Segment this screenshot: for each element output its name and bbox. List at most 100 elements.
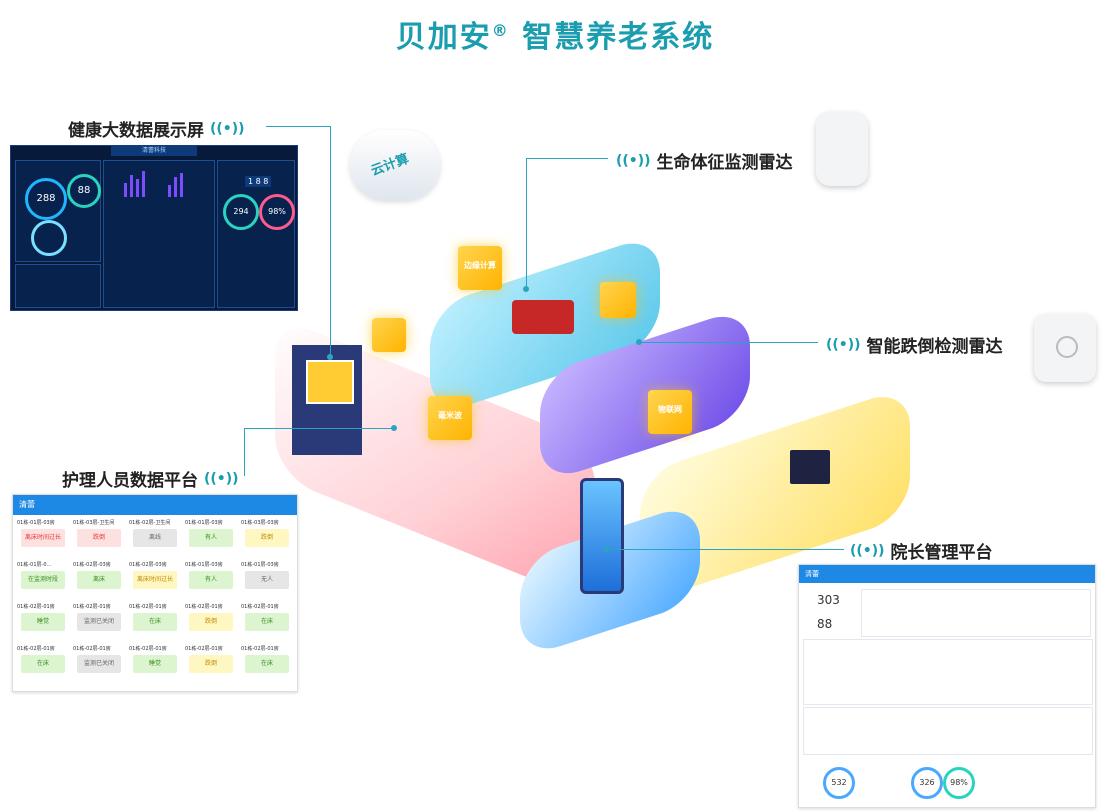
status-cell[interactable]: 01栋-01层-03房有人 — [185, 561, 237, 599]
status-cell-room: 01栋-02层-01房 — [241, 604, 279, 610]
status-cell[interactable]: 01栋-01层-0... 在监测时段 — [17, 561, 69, 599]
dashboard-ring: 294 — [223, 194, 259, 230]
status-cell-status: 睡觉 — [21, 613, 65, 631]
callout-nurse: 护理人员数据平台((•)) — [62, 470, 239, 492]
status-cell-status: 有人 — [189, 571, 233, 589]
status-cell-status: 在床 — [21, 655, 65, 673]
status-cell-status: 在床 — [245, 613, 289, 631]
dashboard-bar — [168, 185, 171, 197]
dashboard-counter: 1 8 8 — [245, 176, 272, 187]
status-cell[interactable]: 01栋-02层-01房在床 — [17, 645, 69, 683]
status-cell[interactable]: 01栋-02层-03房离床 — [73, 561, 125, 599]
status-cell[interactable]: 01栋-02层-03房离床时间过长 — [129, 561, 181, 599]
status-cell[interactable]: 01栋-02层-01房监测已关闭 — [73, 603, 125, 641]
callout-bigdata: 健康大数据展示屏((•)) — [68, 120, 245, 142]
connector — [266, 126, 330, 127]
cloud-computing: 云计算 — [350, 130, 440, 200]
status-cell[interactable]: 01栋-03层-03房跌倒 — [241, 519, 293, 557]
status-cell-status: 在床 — [245, 655, 289, 673]
connector — [244, 428, 245, 476]
nurse-platform-header: 清蕾 — [13, 495, 297, 515]
status-cell-status: 无人 — [245, 571, 289, 589]
status-cell-room: 01栋-02层-01房 — [73, 604, 111, 610]
mmwave-cube: 毫米波 — [428, 396, 472, 440]
status-cell-room: 01栋-01层-03房 — [185, 520, 223, 526]
status-cell[interactable]: 01栋-02层-卫生间离线 — [129, 519, 181, 557]
dashboard-ring — [31, 220, 67, 256]
status-cell-room: 01栋-01层-03房 — [241, 562, 279, 568]
signal-icon: ((•)) — [616, 152, 651, 169]
dashboard-bar — [130, 175, 133, 197]
status-cell[interactable]: 01栋-01层-03房无人 — [241, 561, 293, 599]
signal-icon: ((•)) — [210, 120, 245, 137]
dashboard-ring: 88 — [67, 174, 101, 208]
status-cell-status: 跌倒 — [189, 655, 233, 673]
status-cell-status: 睡觉 — [133, 655, 177, 673]
status-cell-room: 01栋-02层-03房 — [129, 562, 167, 568]
status-cell-status: 在床 — [133, 613, 177, 631]
status-cell-room: 01栋-02层-01房 — [129, 646, 167, 652]
fall-radar-logo-icon — [1056, 336, 1078, 358]
status-cell-status: 在监测时段 — [21, 571, 65, 589]
connector — [330, 126, 331, 356]
status-cell-room: 01栋-02层-01房 — [17, 646, 55, 652]
status-cell-room: 01栋-02层-卫生间 — [129, 520, 171, 526]
connector — [640, 342, 818, 343]
status-cell[interactable]: 01栋-01层-03房离床时间过长 — [17, 519, 69, 557]
status-cell-room: 01栋-02层-01房 — [17, 604, 55, 610]
status-cell-status: 离床时间过长 — [21, 529, 65, 547]
director-stat: 88 — [817, 617, 833, 631]
status-cell[interactable]: 01栋-02层-01房在床 — [129, 603, 181, 641]
status-cell[interactable]: 01栋-02层-01房跌倒 — [185, 645, 237, 683]
status-cell-room: 01栋-01层-03房 — [17, 520, 55, 526]
signal-icon: ((•)) — [204, 470, 239, 487]
status-cell[interactable]: 01栋-02层-01房睡觉 — [17, 603, 69, 641]
connector-dot — [636, 339, 642, 345]
status-cell-room: 01栋-03层-卫生间 — [73, 520, 115, 526]
director-ring: 326 — [911, 767, 943, 799]
callout-director: ((•))院长管理平台 — [850, 542, 993, 564]
status-cell-room: 01栋-01层-03房 — [185, 562, 223, 568]
connector-dot — [604, 546, 610, 552]
connector-dot — [391, 425, 397, 431]
bed — [512, 300, 574, 334]
status-cell-status: 监测已关闭 — [77, 655, 121, 673]
callout-vital-radar: ((•))生命体征监测雷达 — [616, 152, 793, 174]
dashboard-panel-left-bottom — [15, 264, 101, 308]
connector-dot — [327, 354, 333, 360]
dashboard-ring: 288 — [25, 178, 67, 220]
dashboard-header: 清蕾科技 — [111, 146, 197, 156]
fall-radar-device — [1034, 314, 1096, 382]
status-cell[interactable]: 01栋-01层-03房有人 — [185, 519, 237, 557]
status-cell[interactable]: 01栋-02层-01房在床 — [241, 603, 293, 641]
page-title: 贝加安® 智慧养老系统 — [395, 20, 715, 55]
director-platform-header: 清蕾 — [799, 565, 1095, 583]
status-cell[interactable]: 01栋-02层-01房监测已关闭 — [73, 645, 125, 683]
dashboard-bar — [136, 179, 139, 197]
director-platform: 清蕾 303 88 532 326 98% — [798, 564, 1096, 808]
status-cell[interactable]: 01栋-03层-卫生间跌倒 — [73, 519, 125, 557]
status-cell-room: 01栋-02层-01房 — [73, 646, 111, 652]
bigdata-dashboard: 清蕾科技 288 88 1 8 8 294 98% — [10, 145, 298, 311]
status-cell[interactable]: 01栋-02层-01房睡觉 — [129, 645, 181, 683]
director-chart-panel — [861, 589, 1091, 637]
status-cell-status: 监测已关闭 — [77, 613, 121, 631]
status-cell-room: 01栋-02层-03房 — [73, 562, 111, 568]
status-cell-room: 01栋-01层-0... — [17, 562, 52, 568]
director-ring: 532 — [823, 767, 855, 799]
dashboard-bar — [174, 177, 177, 197]
dashboard-bar — [142, 171, 145, 197]
status-cell-status: 离线 — [133, 529, 177, 547]
director-ring: 98% — [943, 767, 975, 799]
signal-icon: ((•)) — [826, 336, 861, 353]
dashboard-panel-center — [103, 160, 215, 308]
dashboard-bar — [124, 183, 127, 197]
status-cell-status: 离床 — [77, 571, 121, 589]
tv-unit — [790, 450, 830, 484]
status-cell[interactable]: 01栋-02层-01房跌倒 — [185, 603, 237, 641]
director-alerts-panel — [803, 707, 1093, 755]
status-cell[interactable]: 01栋-02层-01房在床 — [241, 645, 293, 683]
status-cell-room: 01栋-02层-01房 — [129, 604, 167, 610]
status-cell-room: 01栋-03层-03房 — [241, 520, 279, 526]
